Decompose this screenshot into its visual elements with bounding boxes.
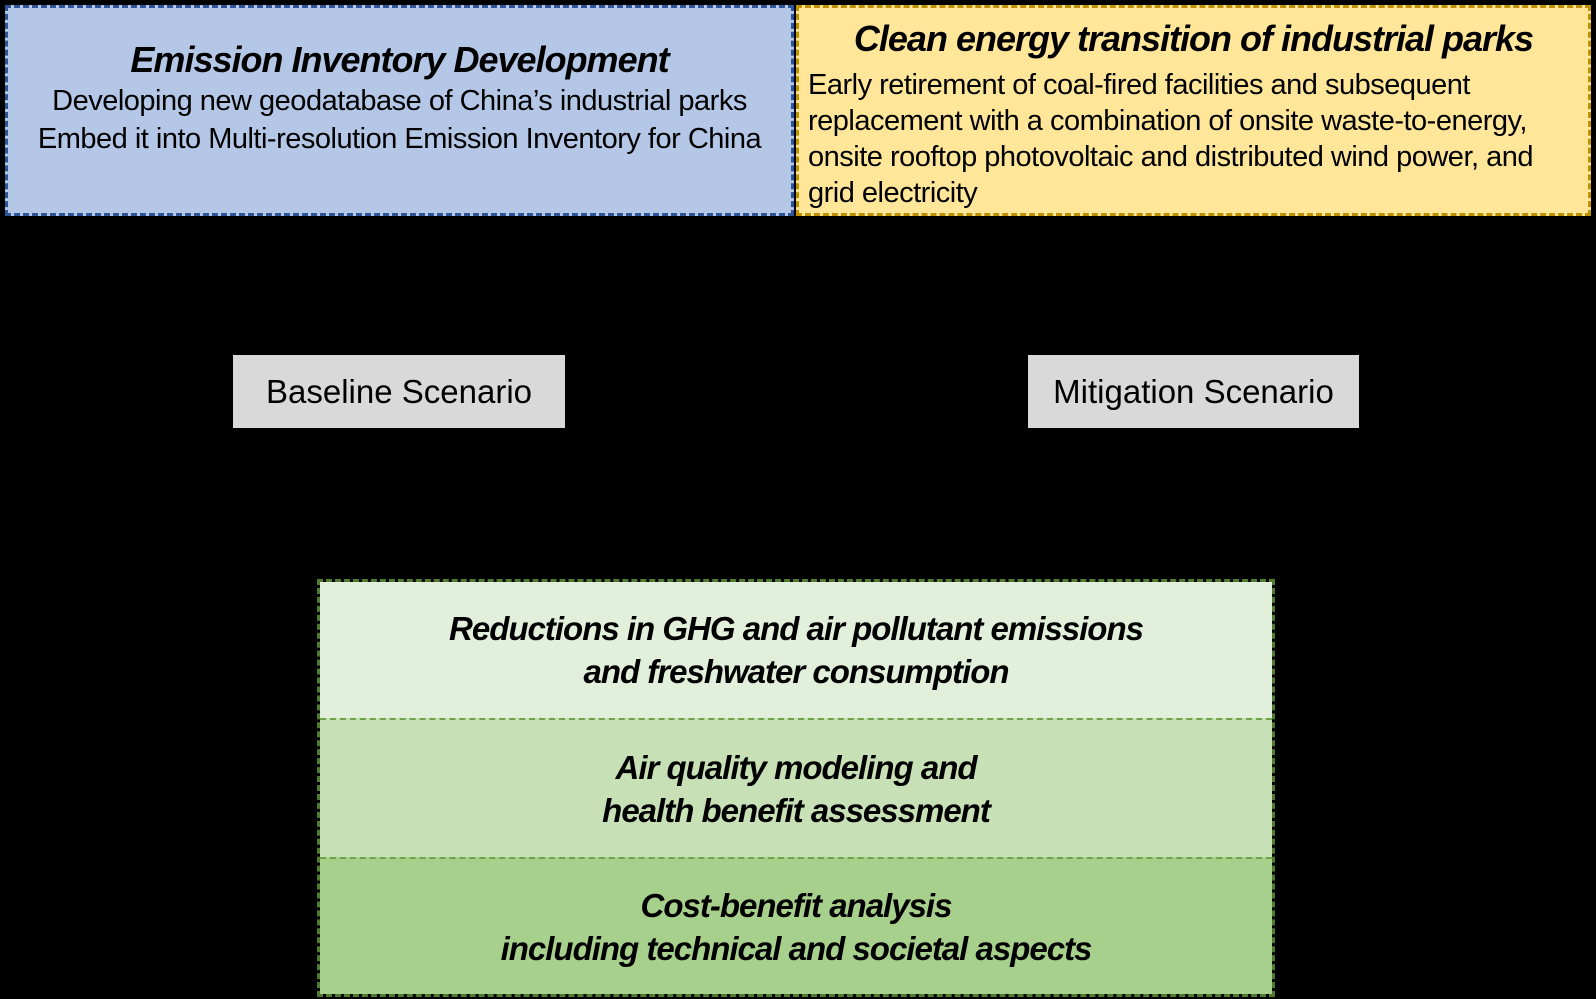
outcome-air-quality-line-2: health benefit assessment (602, 791, 991, 829)
outcome-section-emission-reductions: Reductions in GHG and air pollutant emis… (320, 582, 1272, 718)
mitigation-scenario-label: Mitigation Scenario (1053, 372, 1334, 410)
outcome-cost-benefit-line-2: including technical and societal aspects (500, 929, 1093, 967)
clean-energy-description: Early retirement of coal-fired facilitie… (799, 67, 1588, 211)
clean-energy-line-1: Early retirement of coal-fired facilitie… (808, 69, 1470, 101)
mitigation-scenario-box: Mitigation Scenario (1028, 355, 1359, 428)
clean-energy-line-3: onsite rooftop photovoltaic and distribu… (808, 141, 1534, 173)
outcome-air-quality-line-1: Air quality modeling and (615, 748, 977, 786)
outcome-emissions-line-2: and freshwater consumption (583, 653, 1009, 690)
clean-energy-line-4: grid electricity (808, 177, 978, 209)
outcome-section-cost-benefit: Cost-benefit analysis including technica… (320, 857, 1272, 994)
baseline-scenario-label: Baseline Scenario (266, 372, 532, 410)
emission-inventory-box: Emission Inventory Development Developin… (5, 5, 794, 216)
emission-inventory-title: Emission Inventory Development (130, 39, 669, 80)
emission-inventory-line-2: Embed it into Multi-resolution Emission … (37, 123, 762, 155)
outcome-cost-benefit-line-1: Cost-benefit analysis (640, 886, 953, 924)
clean-energy-title: Clean energy transition of industrial pa… (853, 18, 1534, 59)
clean-energy-line-2: replacement with a combination of onsite… (808, 105, 1527, 137)
clean-energy-transition-box: Clean energy transition of industrial pa… (796, 5, 1591, 216)
emission-inventory-line-1: Developing new geodatabase of China’s in… (52, 85, 747, 117)
outcomes-box: Reductions in GHG and air pollutant emis… (317, 579, 1275, 997)
baseline-scenario-box: Baseline Scenario (233, 355, 565, 428)
outcome-emissions-line-1: Reductions in GHG and air pollutant emis… (449, 610, 1144, 647)
outcome-section-air-quality: Air quality modeling and health benefit … (320, 718, 1272, 857)
